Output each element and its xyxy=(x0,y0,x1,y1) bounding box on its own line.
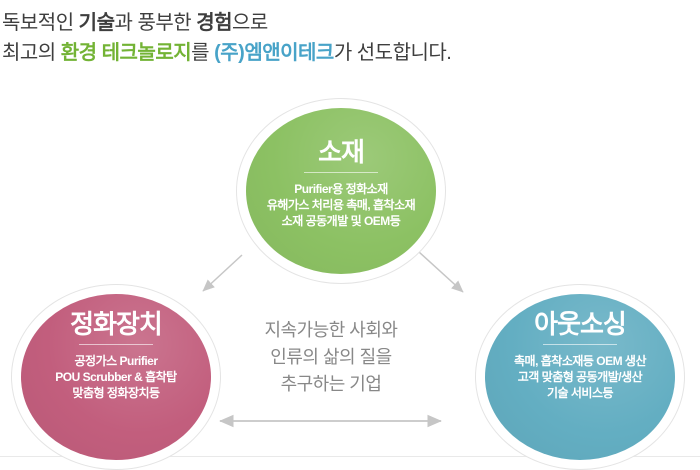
heading-text: 최고의 xyxy=(2,42,61,64)
heading-keyword-environment-technology: 환경 테크놀로지 xyxy=(60,42,192,64)
heading-text: 가 선도합니다. xyxy=(333,42,452,64)
circle-purification-body: 정화장치 공정가스 Purifier POU Scrubber & 흡착탑 맞춤… xyxy=(21,294,211,460)
mission-statement: 지속가능한 사회와 인류의 삶의 질을 추구하는 기업 xyxy=(231,317,431,398)
circle-materials-item: 유해가스 처리용 촉매, 흡착소재 xyxy=(266,198,416,212)
circle-materials-title: 소재 xyxy=(318,137,365,167)
circle-divider xyxy=(79,344,153,345)
heading-line-1: 독보적인 기술과 풍부한 경험으로 xyxy=(2,8,451,38)
circle-outsourcing: 아웃소싱 촉매, 흡착소재등 OEM 생산 고객 맞춤형 공동개발/생산 기술 … xyxy=(475,284,685,470)
circle-purification-item: 맞춤형 정화장치등 xyxy=(72,386,160,400)
circle-purification-title: 정화장치 xyxy=(70,309,163,339)
circle-purification-item: POU Scrubber & 흡착탑 xyxy=(55,370,177,384)
circle-purification-item: 공정가스 Purifier xyxy=(74,354,158,368)
page-heading: 독보적인 기술과 풍부한 경험으로 최고의 환경 테크놀로지를 (주)엠앤이테크… xyxy=(2,8,452,68)
circle-divider xyxy=(543,344,617,345)
circle-outsourcing-title: 아웃소싱 xyxy=(534,309,627,339)
heading-keyword-experience: 경험 xyxy=(196,12,233,34)
bottom-divider xyxy=(0,456,700,457)
circle-materials-item: 소재 공동개발 및 OEM등 xyxy=(281,214,401,228)
mission-line: 추구하는 기업 xyxy=(280,374,382,394)
heading-text: 으로 xyxy=(232,12,268,34)
circle-purification: 정화장치 공정가스 Purifier POU Scrubber & 흡착탑 맞춤… xyxy=(11,284,221,470)
circle-divider xyxy=(304,172,378,173)
circle-outsourcing-body: 아웃소싱 촉매, 흡착소재등 OEM 생산 고객 맞춤형 공동개발/생산 기술 … xyxy=(485,294,675,460)
circle-outsourcing-item: 촉매, 흡착소재등 OEM 생산 xyxy=(513,354,647,368)
mission-line: 인류의 삶의 질을 xyxy=(270,347,392,367)
heading-company-name: (주)엠앤이테크 xyxy=(214,42,334,64)
heading-text: 독보적인 xyxy=(2,12,79,34)
arrow-materials-to-purification xyxy=(202,254,243,292)
arrow-materials-to-outsourcing xyxy=(418,251,464,293)
circle-materials-body: 소재 Purifier용 정화소재 유해가스 처리용 촉매, 흡착소재 소재 공… xyxy=(246,108,436,274)
heading-line-2: 최고의 환경 테크놀로지를 (주)엠앤이테크가 선도합니다. xyxy=(2,38,452,68)
heading-text: 과 풍부한 xyxy=(114,12,197,34)
circle-materials: 소재 Purifier용 정화소재 유해가스 처리용 촉매, 흡착소재 소재 공… xyxy=(236,98,446,284)
circle-outsourcing-item: 기술 서비스등 xyxy=(546,386,614,400)
circle-materials-item: Purifier용 정화소재 xyxy=(294,182,388,196)
heading-keyword-technology: 기술 xyxy=(78,12,115,34)
circle-outsourcing-item: 고객 맞춤형 공동개발/생산 xyxy=(517,370,643,384)
mission-line: 지속가능한 사회와 xyxy=(264,320,398,340)
heading-text: 를 xyxy=(191,42,215,64)
